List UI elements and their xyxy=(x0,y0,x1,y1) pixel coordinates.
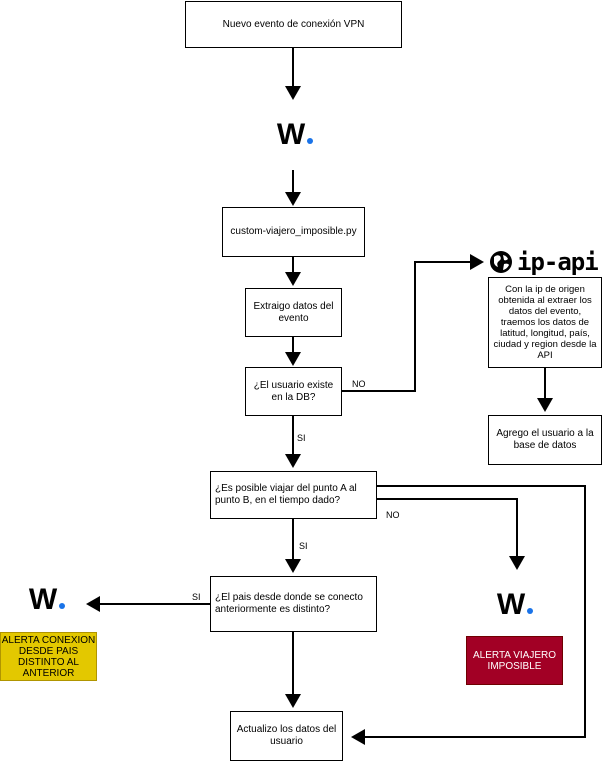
w-logo-letter: W xyxy=(276,118,306,151)
add-user-node: Agrego el usuario a la base de datos xyxy=(488,415,602,465)
alert-country-badge: ALERTA CONEXION DESDE PAIS DISTINTO AL A… xyxy=(0,632,97,681)
possible-travel-node: ¿Es posible viajar del punto A al punto … xyxy=(210,471,377,519)
w-logo-dot-icon xyxy=(59,603,66,609)
edge-label-no-user: NO xyxy=(352,379,366,389)
globe-icon xyxy=(488,249,514,275)
edge-label-no-travel: NO xyxy=(386,510,400,520)
alert-impossible-badge: ALERTA VIAJERO IMPOSIBLE xyxy=(466,636,563,685)
edge-travel-yes-loop xyxy=(351,485,586,745)
user-exists-node: ¿El usuario existe en la DB? xyxy=(245,367,342,416)
update-user-node: Actualizo los datos del usuario xyxy=(230,711,343,761)
w-logo-dot-icon xyxy=(527,608,534,614)
edge-label-si-country: SI xyxy=(192,592,201,602)
edge-exists-no xyxy=(342,254,484,392)
start-node: Nuevo evento de conexión VPN xyxy=(185,1,402,48)
w-logo-left: W xyxy=(14,580,80,620)
ipapi-description-node: Con la ip de origen obtenida al extraer … xyxy=(488,277,602,368)
w-logo-letter: W xyxy=(496,588,526,621)
w-logo-right: W xyxy=(482,585,548,625)
w-logo-dot-icon xyxy=(307,138,314,144)
country-diff-node: ¿El pais desde donde se conecto anterior… xyxy=(210,576,377,632)
edge-label-si-user: SI xyxy=(297,433,306,443)
w-logo-letter: W xyxy=(28,583,58,616)
edge-label-si-travel: SI xyxy=(299,541,308,551)
extract-node: Extraigo datos del evento xyxy=(245,288,342,337)
ipapi-logo: ip-api xyxy=(488,247,599,277)
script-node: custom-viajero_imposible.py xyxy=(222,207,365,257)
ipapi-logo-text: ip-api xyxy=(517,248,599,276)
edge-travel-no xyxy=(377,498,525,570)
w-logo-top: W xyxy=(262,102,328,168)
